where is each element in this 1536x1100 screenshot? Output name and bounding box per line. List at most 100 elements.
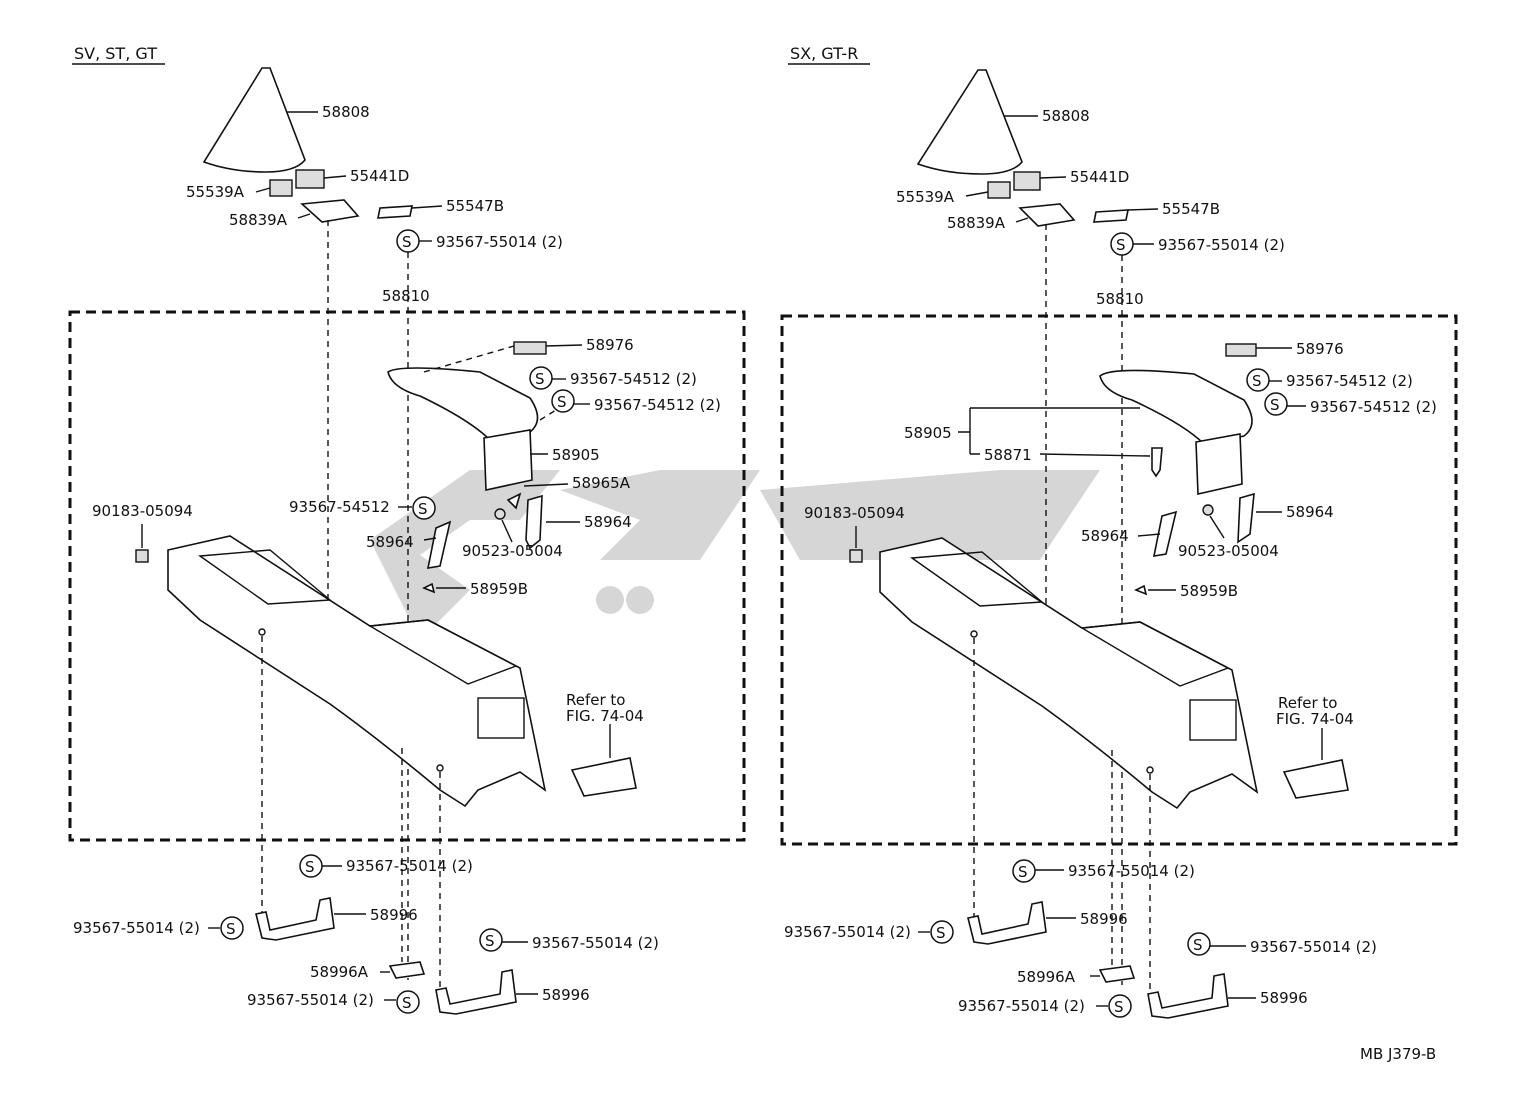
s-symbol	[396, 990, 420, 1014]
armrest-lid	[387, 367, 539, 441]
leader-90523	[501, 519, 513, 543]
label-58996-b: 58996	[542, 986, 590, 1004]
right-variant-title: SX, GT-R	[790, 44, 858, 63]
leader-58964-l	[423, 537, 437, 541]
label-93567-55014-b4: 93567-55014 (2)	[958, 997, 1085, 1015]
bracket-58996-b	[1147, 973, 1229, 1019]
s-symbol-letter: S	[1193, 936, 1203, 954]
s-symbol-letter: S	[1270, 396, 1280, 414]
s-symbol	[220, 916, 244, 940]
label-58808: 58808	[322, 103, 370, 121]
console-hole	[258, 628, 266, 636]
s-symbol	[1012, 859, 1036, 883]
label-93567-55014-b3: 93567-55014 (2)	[532, 934, 659, 952]
s-symbol-letter: S	[1252, 372, 1262, 390]
leader-55547B	[411, 205, 443, 209]
label-refer-to: Refer to	[1278, 694, 1337, 712]
s-symbol-letter: S	[557, 393, 567, 411]
s-symbol	[1108, 994, 1132, 1018]
part-55547B	[377, 205, 413, 219]
leader-58905-bracket	[958, 407, 1140, 455]
s-symbol-letter: S	[305, 858, 315, 876]
label-58964-left: 58964	[1081, 527, 1129, 545]
label-93567-54512-a: 93567-54512 (2)	[1286, 372, 1413, 390]
leader-90523	[1209, 515, 1225, 539]
label-90183-05094: 90183-05094	[92, 502, 193, 520]
assembly-frame	[780, 314, 1458, 846]
s-symbol	[551, 389, 575, 413]
console-rear-pocket	[477, 697, 525, 739]
bracket-58996-a	[255, 897, 335, 941]
s-symbol-letter: S	[418, 500, 428, 518]
label-58964-right: 58964	[584, 513, 632, 531]
s-symbol	[1246, 368, 1270, 392]
label-58808: 58808	[1042, 107, 1090, 125]
s-symbol-letter: S	[1018, 863, 1028, 881]
bracket-58996A	[388, 961, 426, 979]
console-hole	[970, 630, 978, 638]
part-55547B	[1093, 209, 1129, 223]
label-93567-55014-b1: 93567-55014 (2)	[346, 857, 473, 875]
console-body	[167, 535, 547, 808]
label-58976: 58976	[1296, 340, 1344, 358]
part-58964-right	[525, 494, 543, 550]
console-cup-insert	[570, 757, 637, 797]
s-symbol-letter: S	[402, 233, 412, 251]
label-58996A: 58996A	[1017, 968, 1076, 986]
label-fig-74-04: FIG. 74-04	[566, 707, 644, 725]
s-symbol-letter: S	[226, 920, 236, 938]
label-93567-54512-c: 93567-54512	[289, 498, 390, 516]
label-93567-55014-b4: 93567-55014 (2)	[247, 991, 374, 1009]
label-93567-55014-b2: 93567-55014 (2)	[784, 923, 911, 941]
label-55547B: 55547B	[446, 197, 504, 215]
label-55539A: 55539A	[896, 188, 955, 206]
label-refer-to: Refer to	[566, 691, 625, 709]
leader-55547B	[1127, 208, 1159, 211]
s-symbol	[1264, 392, 1288, 416]
console-storage-box	[1079, 621, 1230, 687]
s-symbol	[412, 496, 436, 520]
console-rear-pocket	[1189, 699, 1237, 741]
label-58964-right: 58964	[1286, 503, 1334, 521]
part-90523	[494, 508, 506, 520]
bracket-58996-a	[967, 901, 1047, 945]
label-58965A: 58965A	[572, 474, 631, 492]
shift-boot	[916, 69, 1023, 175]
label-58839A: 58839A	[229, 211, 288, 229]
label-58996-a: 58996	[1080, 910, 1128, 928]
left-panel: SV, ST, GT 58808 55441D 55539A 55547B 58…	[68, 44, 746, 1015]
bracket-58996-b	[435, 969, 517, 1015]
console-cup-insert	[1282, 759, 1349, 799]
label-58976: 58976	[586, 336, 634, 354]
part-90523	[1202, 504, 1214, 516]
label-90183-05094: 90183-05094	[804, 504, 905, 522]
leader-55441D	[323, 175, 347, 179]
part-58839A	[1018, 203, 1076, 227]
bracket-58996A	[1098, 965, 1136, 983]
label-58959B: 58959B	[1180, 582, 1238, 600]
s-symbol-letter: S	[1116, 236, 1126, 254]
label-55441D: 55441D	[1070, 168, 1129, 186]
label-58964-left: 58964	[366, 533, 414, 551]
label-55441D: 55441D	[350, 167, 409, 185]
label-58996-b: 58996	[1260, 989, 1308, 1007]
label-58905: 58905	[552, 446, 600, 464]
s-symbol	[1187, 932, 1211, 956]
part-58976	[1225, 343, 1257, 357]
guide-line	[423, 345, 515, 373]
label-58905: 58905	[904, 424, 952, 442]
label-55547B: 55547B	[1162, 200, 1220, 218]
label-58839A: 58839A	[947, 214, 1006, 232]
left-variant-title: SV, ST, GT	[74, 44, 157, 63]
label-58959B: 58959B	[470, 580, 528, 598]
label-90523-05004: 90523-05004	[462, 542, 563, 560]
s-symbol	[479, 928, 503, 952]
label-55539A: 55539A	[186, 183, 245, 201]
part-58871	[1151, 447, 1163, 478]
part-55441D	[1013, 171, 1041, 191]
s-symbol	[529, 366, 553, 390]
part-58959B	[1134, 584, 1148, 596]
label-90523-05004: 90523-05004	[1178, 542, 1279, 560]
leader-58976	[545, 344, 583, 347]
